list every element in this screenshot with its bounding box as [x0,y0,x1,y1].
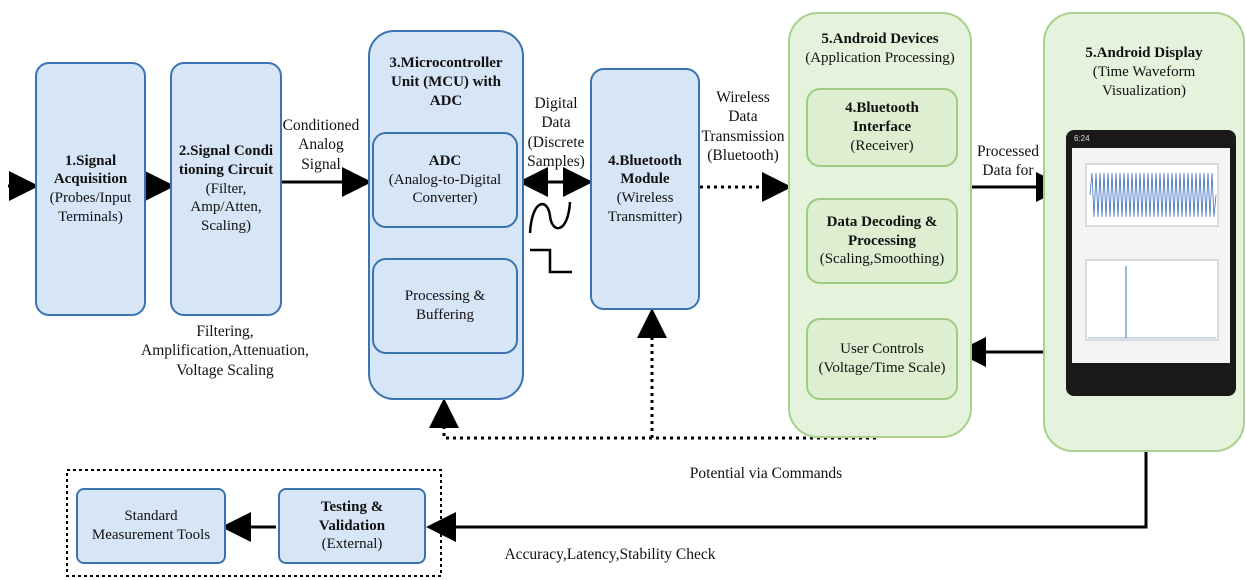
sine-wave-icon [528,201,572,234]
user-controls-block: User Controls (Voltage/Time Scale) [806,318,958,400]
android-display-title: 5.Android Display [1085,45,1203,61]
label-digital-data: Digital Data (Discrete Samples) [527,95,585,171]
bluetooth-interface-title: 4.Bluetooth Interface [845,100,919,136]
data-decoding-desc: (Scaling,Smoothing) [819,251,945,268]
arrow-command-feedback [429,398,882,440]
standard-tools-title: Standard Measurement Tools [91,508,211,543]
adc-block: ADC (Analog-to-Digital Converter) [372,132,518,228]
signal-conditioning-desc: (Filter, Amp/Atten, Scaling) [190,180,262,235]
android-display-desc: (Time Waveform Visualization) [1092,63,1196,99]
bluetooth-module-block: 4.Bluetooth Module (Wireless Transmitter… [590,68,700,310]
external-boundary [66,469,442,577]
label-potential-commands: Potential via Commands [689,465,843,482]
label-processed-data: Processed Data for [977,143,1039,180]
signal-acquisition-title: 1.Signal Acquisition [53,152,128,188]
label-conditioned-analog: Conditioned Analog Signal [282,117,360,173]
testing-validation-block: Testing & Validation (External) [278,488,426,564]
bluetooth-module-desc: (Wireless Transmitter) [607,190,683,225]
adc-title: ADC [428,152,462,169]
label-accuracy-check: Accuracy,Latency,Stability Check [504,546,716,563]
signal-conditioning-title: 2.Signal Conditioning Circuit [178,143,274,178]
label-filtering-note: Filtering, Amplification,Attenuation, Vo… [141,323,309,379]
phone-screen [1072,148,1230,363]
testing-validation-title: Testing & Validation [318,498,386,534]
data-decoding-block: Data Decoding & Processing (Scaling,Smoo… [806,198,958,284]
square-wave-icon [530,248,572,274]
processing-buffering-title: Processing & Buffering [404,288,486,323]
android-devices-desc: (Application Processing) [805,49,955,66]
signal-conditioning-block: 2.Signal Conditioning Circuit (Filter, A… [170,62,282,316]
signal-acquisition-desc: (Probes/Input Terminals) [49,190,132,225]
bluetooth-interface-desc: (Receiver) [850,137,914,154]
bluetooth-module-title: 4.Bluetooth Module [608,152,682,188]
mcu-title: 3.Microcontroller Unit (MCU) with ADC [389,55,503,109]
waveform-plot-image [1085,163,1219,341]
android-devices-title: 5.Android Devices [821,31,939,47]
phone-status-time: 6:24 [1074,134,1090,143]
arrow-display-to-testing [426,452,1148,542]
testing-validation-desc: (External) [321,536,383,553]
signal-acquisition-block: 1.Signal Acquisition (Probes/Input Termi… [35,62,146,316]
adc-desc: (Analog-to-Digital Converter) [388,171,502,207]
processing-buffering-block: Processing & Buffering [372,258,518,354]
phone-screenshot: 6:24 [1066,130,1236,396]
data-decoding-title: Data Decoding & Processing [826,213,938,249]
standard-tools-block: Standard Measurement Tools [76,488,226,564]
bluetooth-interface-block: 4.Bluetooth Interface (Receiver) [806,88,958,167]
user-controls-title: User Controls [840,341,924,358]
label-wireless-data: Wireless Data Transmission (Bluetooth) [701,89,785,165]
user-controls-desc: (Voltage/Time Scale) [818,360,946,376]
